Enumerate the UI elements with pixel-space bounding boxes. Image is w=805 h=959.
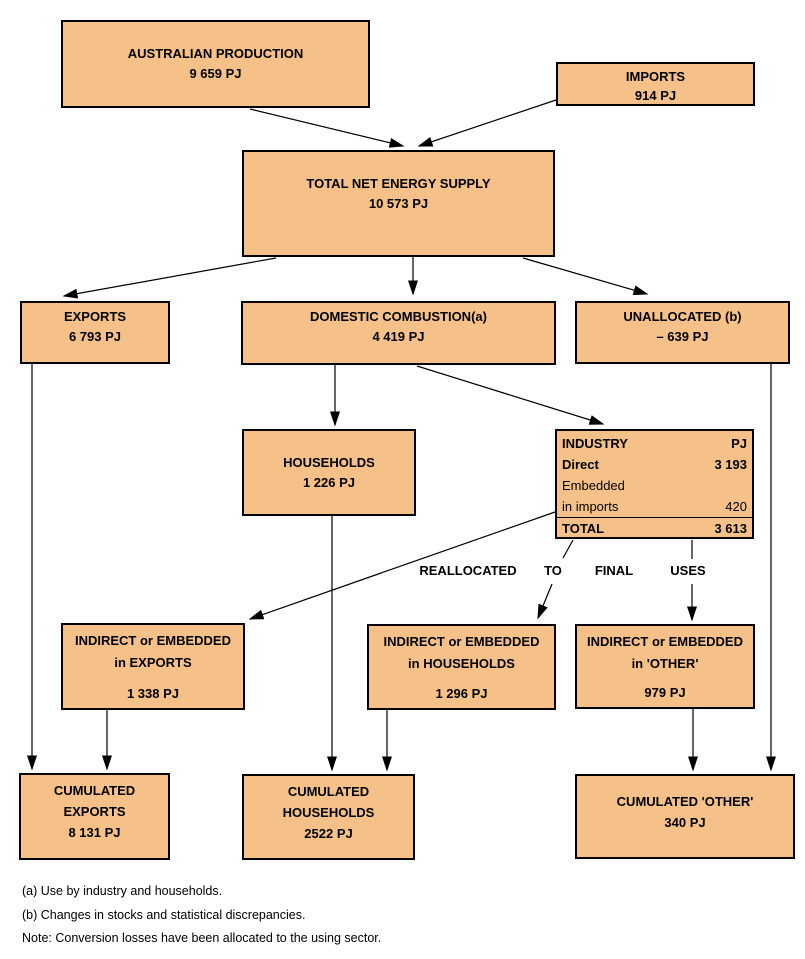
industry-row-value: PJ (731, 436, 747, 451)
box-domestic-combustion: DOMESTIC COMBUSTION(a) 4 419 PJ (241, 301, 556, 365)
footnotes: (a) Use by industry and households. (b) … (22, 880, 381, 951)
box-exports: EXPORTS 6 793 PJ (20, 301, 170, 364)
box-title: UNALLOCATED (b) (623, 308, 742, 324)
line-industry-to-label-to (562, 539, 574, 559)
box-value: 340 PJ (664, 815, 706, 830)
flow-label-reallocated: REALLOCATED (419, 563, 517, 578)
box-title: TOTAL NET ENERGY SUPPLY (306, 175, 491, 191)
flow-label-to: TO (544, 563, 562, 578)
arrow-industry-to-indirect-exports (248, 511, 556, 620)
industry-row-label: TOTAL (562, 521, 605, 536)
industry-row-value: 420 (725, 499, 747, 514)
box-title: CUMULATED (53, 783, 136, 798)
arrow-domestic-to-industry (416, 365, 605, 425)
industry-row-total: TOTAL 3 613 (557, 517, 752, 539)
box-value: 979 PJ (644, 685, 686, 700)
box-value: 1 226 PJ (302, 474, 356, 490)
box-value: 2522 PJ (304, 825, 353, 841)
box-total-net-energy-supply: TOTAL NET ENERGY SUPPLY 10 573 PJ (242, 150, 555, 257)
box-title: AUSTRALIAN PRODUCTION (127, 46, 304, 61)
industry-row-value: 3 613 (714, 521, 747, 536)
industry-row-value: 3 193 (714, 457, 747, 472)
box-subtitle: in 'OTHER' (631, 656, 699, 671)
industry-row-in-imports: in imports 420 (557, 496, 752, 517)
footnote-b: (b) Changes in stocks and statistical di… (22, 907, 306, 922)
box-title: CUMULATED 'OTHER' (616, 794, 754, 809)
box-title: DOMESTIC COMBUSTION(a) (310, 309, 487, 324)
box-value: 1 338 PJ (126, 686, 180, 701)
industry-row-label: Embedded (562, 478, 625, 493)
arrow-total-to-exports (62, 257, 277, 299)
industry-row-label: in imports (562, 499, 619, 514)
box-title: INDIRECT or EMBEDDED (74, 633, 231, 648)
box-value: 1 296 PJ (435, 686, 488, 701)
arrow-imports-to-total (417, 99, 557, 147)
box-value: 10 573 PJ (368, 195, 429, 211)
box-australian-production: AUSTRALIAN PRODUCTION 9 659 PJ (61, 20, 370, 108)
box-subtitle: in HOUSEHOLDS (408, 656, 515, 671)
box-cumulated-households: CUMULATED HOUSEHOLDS 2522 PJ (242, 774, 415, 860)
footnote-a: (a) Use by industry and households. (22, 884, 223, 898)
industry-row-label: INDUSTRY (562, 436, 628, 451)
box-industry-table: INDUSTRY PJ Direct 3 193 Embedded in imp… (555, 429, 754, 539)
flow-label-uses: USES (670, 563, 706, 578)
box-unallocated: UNALLOCATED (b) – 639 PJ (575, 301, 790, 364)
arrow-total-to-unallocated (522, 257, 649, 296)
industry-row-header: INDUSTRY PJ (557, 433, 752, 454)
box-value: 9 659 PJ (189, 66, 242, 81)
box-value: 8 131 PJ (68, 825, 121, 840)
arrow-label-to-indirect-households (537, 583, 553, 620)
box-households: HOUSEHOLDS 1 226 PJ (242, 429, 416, 516)
box-subtitle: HOUSEHOLDS (282, 804, 375, 820)
box-cumulated-other: CUMULATED 'OTHER' 340 PJ (575, 774, 795, 859)
box-value: 4 419 PJ (372, 329, 425, 344)
box-imports: IMPORTS 914 PJ (556, 62, 755, 106)
arrow-production-to-total (249, 108, 405, 148)
box-subtitle: EXPORTS (63, 804, 126, 819)
industry-row-embedded: Embedded (557, 475, 752, 496)
box-subtitle: in EXPORTS (114, 655, 192, 670)
box-title: INDIRECT or EMBEDDED (383, 634, 540, 649)
box-cumulated-exports: CUMULATED EXPORTS 8 131 PJ (19, 773, 170, 860)
box-value: 914 PJ (634, 88, 677, 103)
industry-row-label: Direct (562, 457, 599, 472)
box-indirect-embedded-exports: INDIRECT or EMBEDDED in EXPORTS 1 338 PJ (61, 623, 245, 710)
box-title: HOUSEHOLDS (283, 454, 375, 470)
box-indirect-embedded-other: INDIRECT or EMBEDDED in 'OTHER' 979 PJ (575, 624, 755, 709)
box-value: 6 793 PJ (68, 328, 122, 344)
box-title: CUMULATED (287, 783, 370, 799)
box-value: – 639 PJ (656, 328, 709, 344)
box-indirect-embedded-households: INDIRECT or EMBEDDED in HOUSEHOLDS 1 296… (367, 624, 556, 710)
box-title: IMPORTS (625, 69, 686, 84)
industry-row-direct: Direct 3 193 (557, 454, 752, 475)
box-title: EXPORTS (63, 308, 127, 324)
flow-label-final: FINAL (594, 563, 634, 578)
box-title: INDIRECT or EMBEDDED (586, 634, 743, 649)
footnote-conversion: Note: Conversion losses have been alloca… (22, 931, 382, 945)
